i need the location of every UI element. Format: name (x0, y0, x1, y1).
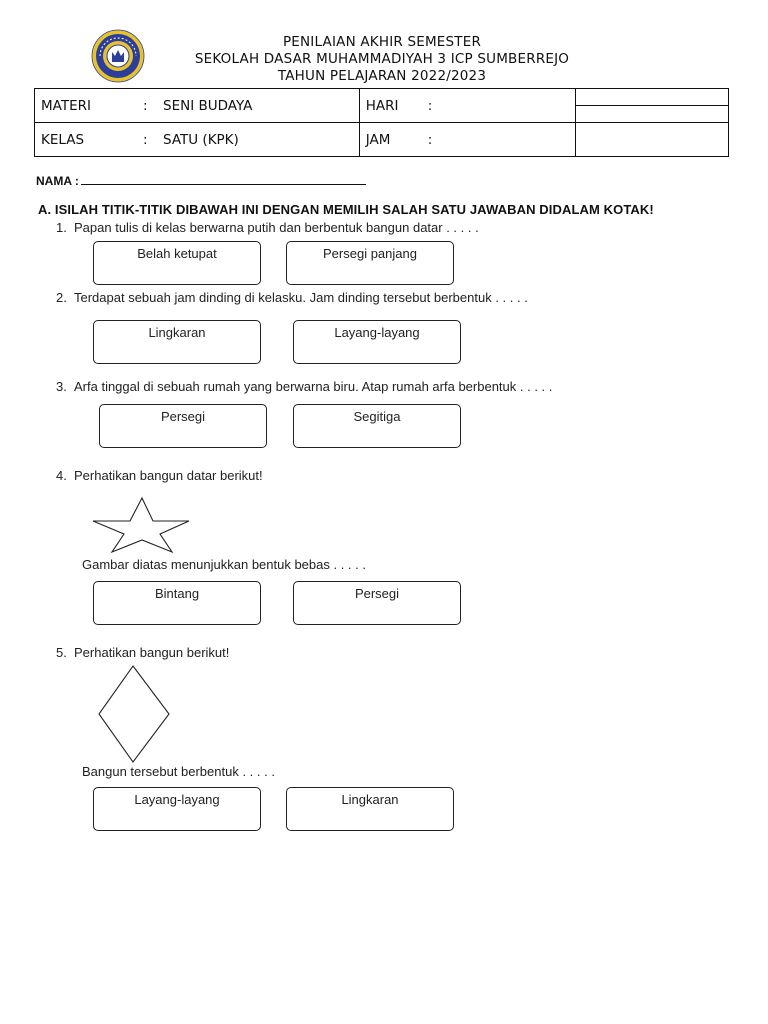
header-school: SEKOLAH DASAR MUHAMMADIYAH 3 ICP SUMBERR… (194, 51, 570, 67)
question-2: 2. Terdapat sebuah jam dinding di kelasku… (56, 290, 528, 305)
question-5-subtext: Bangun tersebut berbentuk . . . . . (82, 764, 275, 779)
header-title: PENILAIAN AKHIR SEMESTER (282, 34, 482, 50)
answer-option[interactable]: Persegi panjang (286, 241, 454, 285)
question-5: 5. Perhatikan bangun berikut! (56, 645, 229, 660)
materi-label: MATERI (41, 97, 91, 114)
materi-cell: MATERI : SENI BUDAYA (34, 88, 360, 123)
kelas-value: SATU (KPK) (163, 131, 239, 148)
question-number: 4. (56, 468, 67, 483)
header-year: TAHUN PELAJARAN 2022/2023 (277, 68, 487, 84)
colon: : (143, 131, 148, 148)
question-text: Terdapat sebuah jam dinding di kelasku. … (74, 290, 528, 305)
nama-field[interactable]: NAMA : (36, 174, 366, 188)
star-icon (92, 496, 190, 554)
jam-label: JAM (365, 131, 391, 148)
answer-option[interactable]: Persegi (293, 581, 461, 625)
school-logo-icon (91, 29, 145, 83)
diamond-icon (98, 665, 170, 763)
info-table: MATERI : SENI BUDAYA HARI : KELAS : SATU… (34, 88, 729, 157)
question-number: 2. (56, 290, 67, 305)
nama-label: NAMA : (36, 174, 79, 188)
materi-value: SENI BUDAYA (163, 97, 253, 114)
question-1: 1. Papan tulis di kelas berwarna putih da… (56, 220, 479, 235)
document-header: PENILAIAN AKHIR SEMESTER SEKOLAH DASAR M… (150, 34, 614, 85)
hari-label: HARI (365, 97, 399, 114)
question-text: Perhatikan bangun berikut! (74, 645, 230, 660)
hari-value-cell[interactable] (575, 88, 729, 123)
colon: : (143, 97, 148, 114)
kelas-label: KELAS (41, 131, 85, 148)
answer-option[interactable]: Layang-layang (93, 787, 261, 831)
question-text: Arfa tinggal di sebuah rumah yang berwar… (74, 379, 553, 394)
section-instruction: A. ISILAH TITIK-TITIK DIBAWAH INI DENGAN… (38, 202, 654, 217)
answer-option[interactable]: Layang-layang (293, 320, 461, 364)
colon: : (427, 97, 433, 114)
question-text: Perhatikan bangun datar berikut! (74, 468, 263, 483)
answer-option[interactable]: Persegi (99, 404, 267, 448)
nama-line[interactable] (80, 175, 366, 185)
answer-option[interactable]: Belah ketupat (93, 241, 261, 285)
colon: : (427, 131, 433, 148)
answer-option[interactable]: Lingkaran (93, 320, 261, 364)
question-text: Papan tulis di kelas berwarna putih dan … (74, 220, 479, 235)
question-number: 1. (56, 220, 67, 235)
question-3: 3. Arfa tinggal di sebuah rumah yang berw… (56, 379, 552, 394)
question-4-subtext: Gambar diatas menunjukkan bentuk bebas .… (82, 557, 366, 572)
answer-option[interactable]: Bintang (93, 581, 261, 625)
question-4: 4. Perhatikan bangun datar berikut! (56, 468, 263, 483)
kelas-cell: KELAS : SATU (KPK) (34, 122, 360, 157)
hari-cell: HARI : (358, 88, 577, 123)
answer-option[interactable]: Segitiga (293, 404, 461, 448)
question-number: 3. (56, 379, 67, 394)
jam-cell: JAM : (358, 122, 577, 157)
answer-option[interactable]: Lingkaran (286, 787, 454, 831)
question-number: 5. (56, 645, 67, 660)
jam-value-cell[interactable] (575, 122, 729, 157)
